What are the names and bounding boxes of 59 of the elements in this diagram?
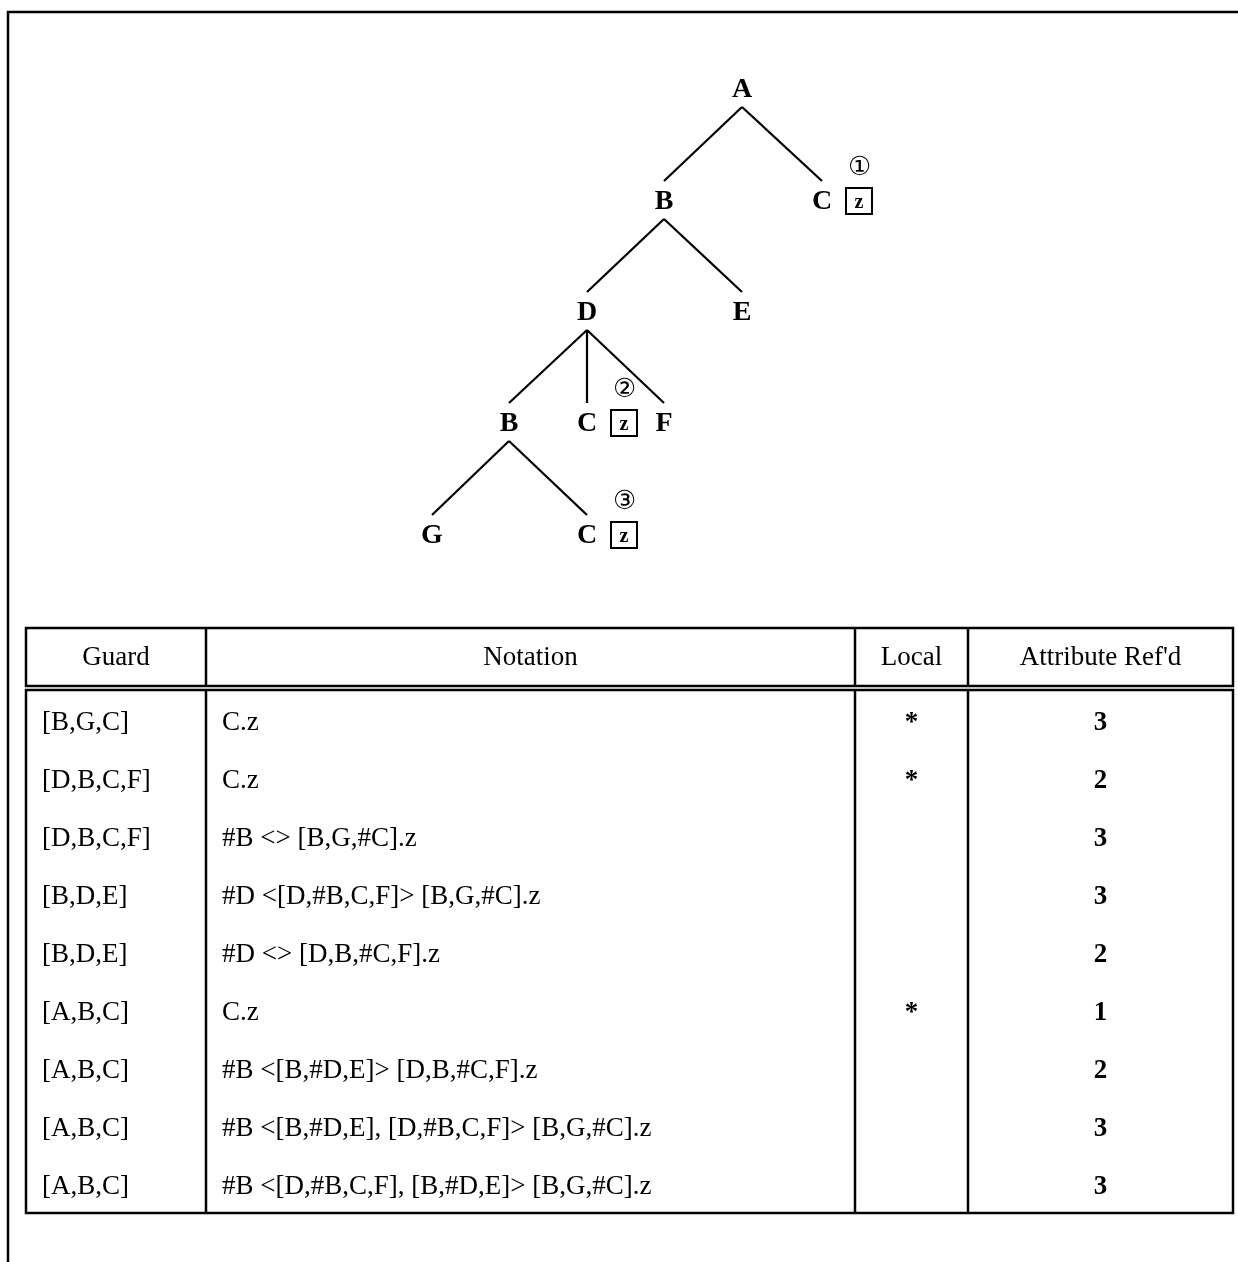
- tree-node-label: G: [419, 519, 445, 549]
- table-cell-text: #B <[B,#D,E], [D,#B,C,F]> [B,G,#C].z: [222, 1114, 652, 1141]
- tree-branch: [586, 329, 665, 404]
- tree-branch: [508, 440, 588, 516]
- table-cell-text: C.z: [222, 998, 259, 1025]
- table-cell-text: 2: [1093, 1056, 1108, 1083]
- table-cell-text: [B,G,C]: [42, 708, 129, 735]
- tree-branch: [508, 329, 588, 404]
- table-cell-text: #B <[B,#D,E]> [D,B,#C,F].z: [222, 1056, 538, 1083]
- table-cell-text: 2: [1093, 766, 1108, 793]
- tree-node-label: D: [574, 296, 600, 326]
- tree-node-label: F: [651, 407, 677, 437]
- table-cell-text: 1: [1093, 998, 1108, 1025]
- table-cell-text: 3: [1093, 824, 1108, 851]
- table-cell-text: 2: [1093, 940, 1108, 967]
- table-cell-text: [A,B,C]: [42, 1172, 129, 1199]
- table-cell-text: C.z: [222, 766, 259, 793]
- local-mark: *: [904, 766, 919, 793]
- table-cell-text: 3: [1093, 1114, 1108, 1141]
- tree-node-label: A: [729, 73, 755, 103]
- table-cell-text: #B <> [B,G,#C].z: [222, 824, 417, 851]
- table-cell-text: #D <> [D,B,#C,F].z: [222, 940, 440, 967]
- tree-branch: [663, 218, 743, 293]
- tree-branch: [741, 106, 823, 182]
- tree-branch: [585, 330, 589, 403]
- tree-branch: [431, 440, 510, 516]
- tree-node-label: E: [729, 296, 755, 326]
- column-header: Attribute Ref'd: [1019, 643, 1182, 670]
- table-cell-text: [D,B,C,F]: [42, 766, 151, 793]
- column-header: Local: [880, 643, 943, 670]
- table-cell-text: 3: [1093, 882, 1108, 909]
- column-header: Notation: [483, 643, 578, 670]
- local-mark: *: [904, 998, 919, 1025]
- tree-branch: [586, 218, 665, 293]
- table-cell-text: 3: [1093, 1172, 1108, 1199]
- table-cell-text: #B <[D,#B,C,F], [B,#D,E]> [B,G,#C].z: [222, 1172, 652, 1199]
- table-cell-text: C.z: [222, 708, 259, 735]
- local-mark: *: [904, 708, 919, 735]
- tree-branch: [663, 106, 743, 182]
- circled-number: ②: [613, 375, 637, 401]
- column-header: Guard: [82, 643, 150, 670]
- tree-node-label: C: [574, 407, 600, 437]
- table-cell-text: #D <[D,#B,C,F]> [B,G,#C].z: [222, 882, 541, 909]
- table-cell-text: [B,D,E]: [42, 940, 128, 967]
- table-cell-text: [B,D,E]: [42, 882, 128, 909]
- table-cell-text: 3: [1093, 708, 1108, 735]
- table-cell-text: [A,B,C]: [42, 1056, 129, 1083]
- circled-number: ③: [613, 487, 637, 513]
- table-cell-text: [A,B,C]: [42, 1114, 129, 1141]
- tree-node-label: C: [809, 185, 835, 215]
- attribute-box: z: [845, 187, 873, 215]
- tree-node-label: C: [574, 519, 600, 549]
- attribute-box: z: [610, 409, 638, 437]
- circled-number: ①: [848, 153, 872, 179]
- tree-node-label: B: [651, 185, 677, 215]
- table-cell-text: [A,B,C]: [42, 998, 129, 1025]
- tree-node-label: B: [496, 407, 522, 437]
- attribute-box: z: [610, 521, 638, 549]
- table-cell-text: [D,B,C,F]: [42, 824, 151, 851]
